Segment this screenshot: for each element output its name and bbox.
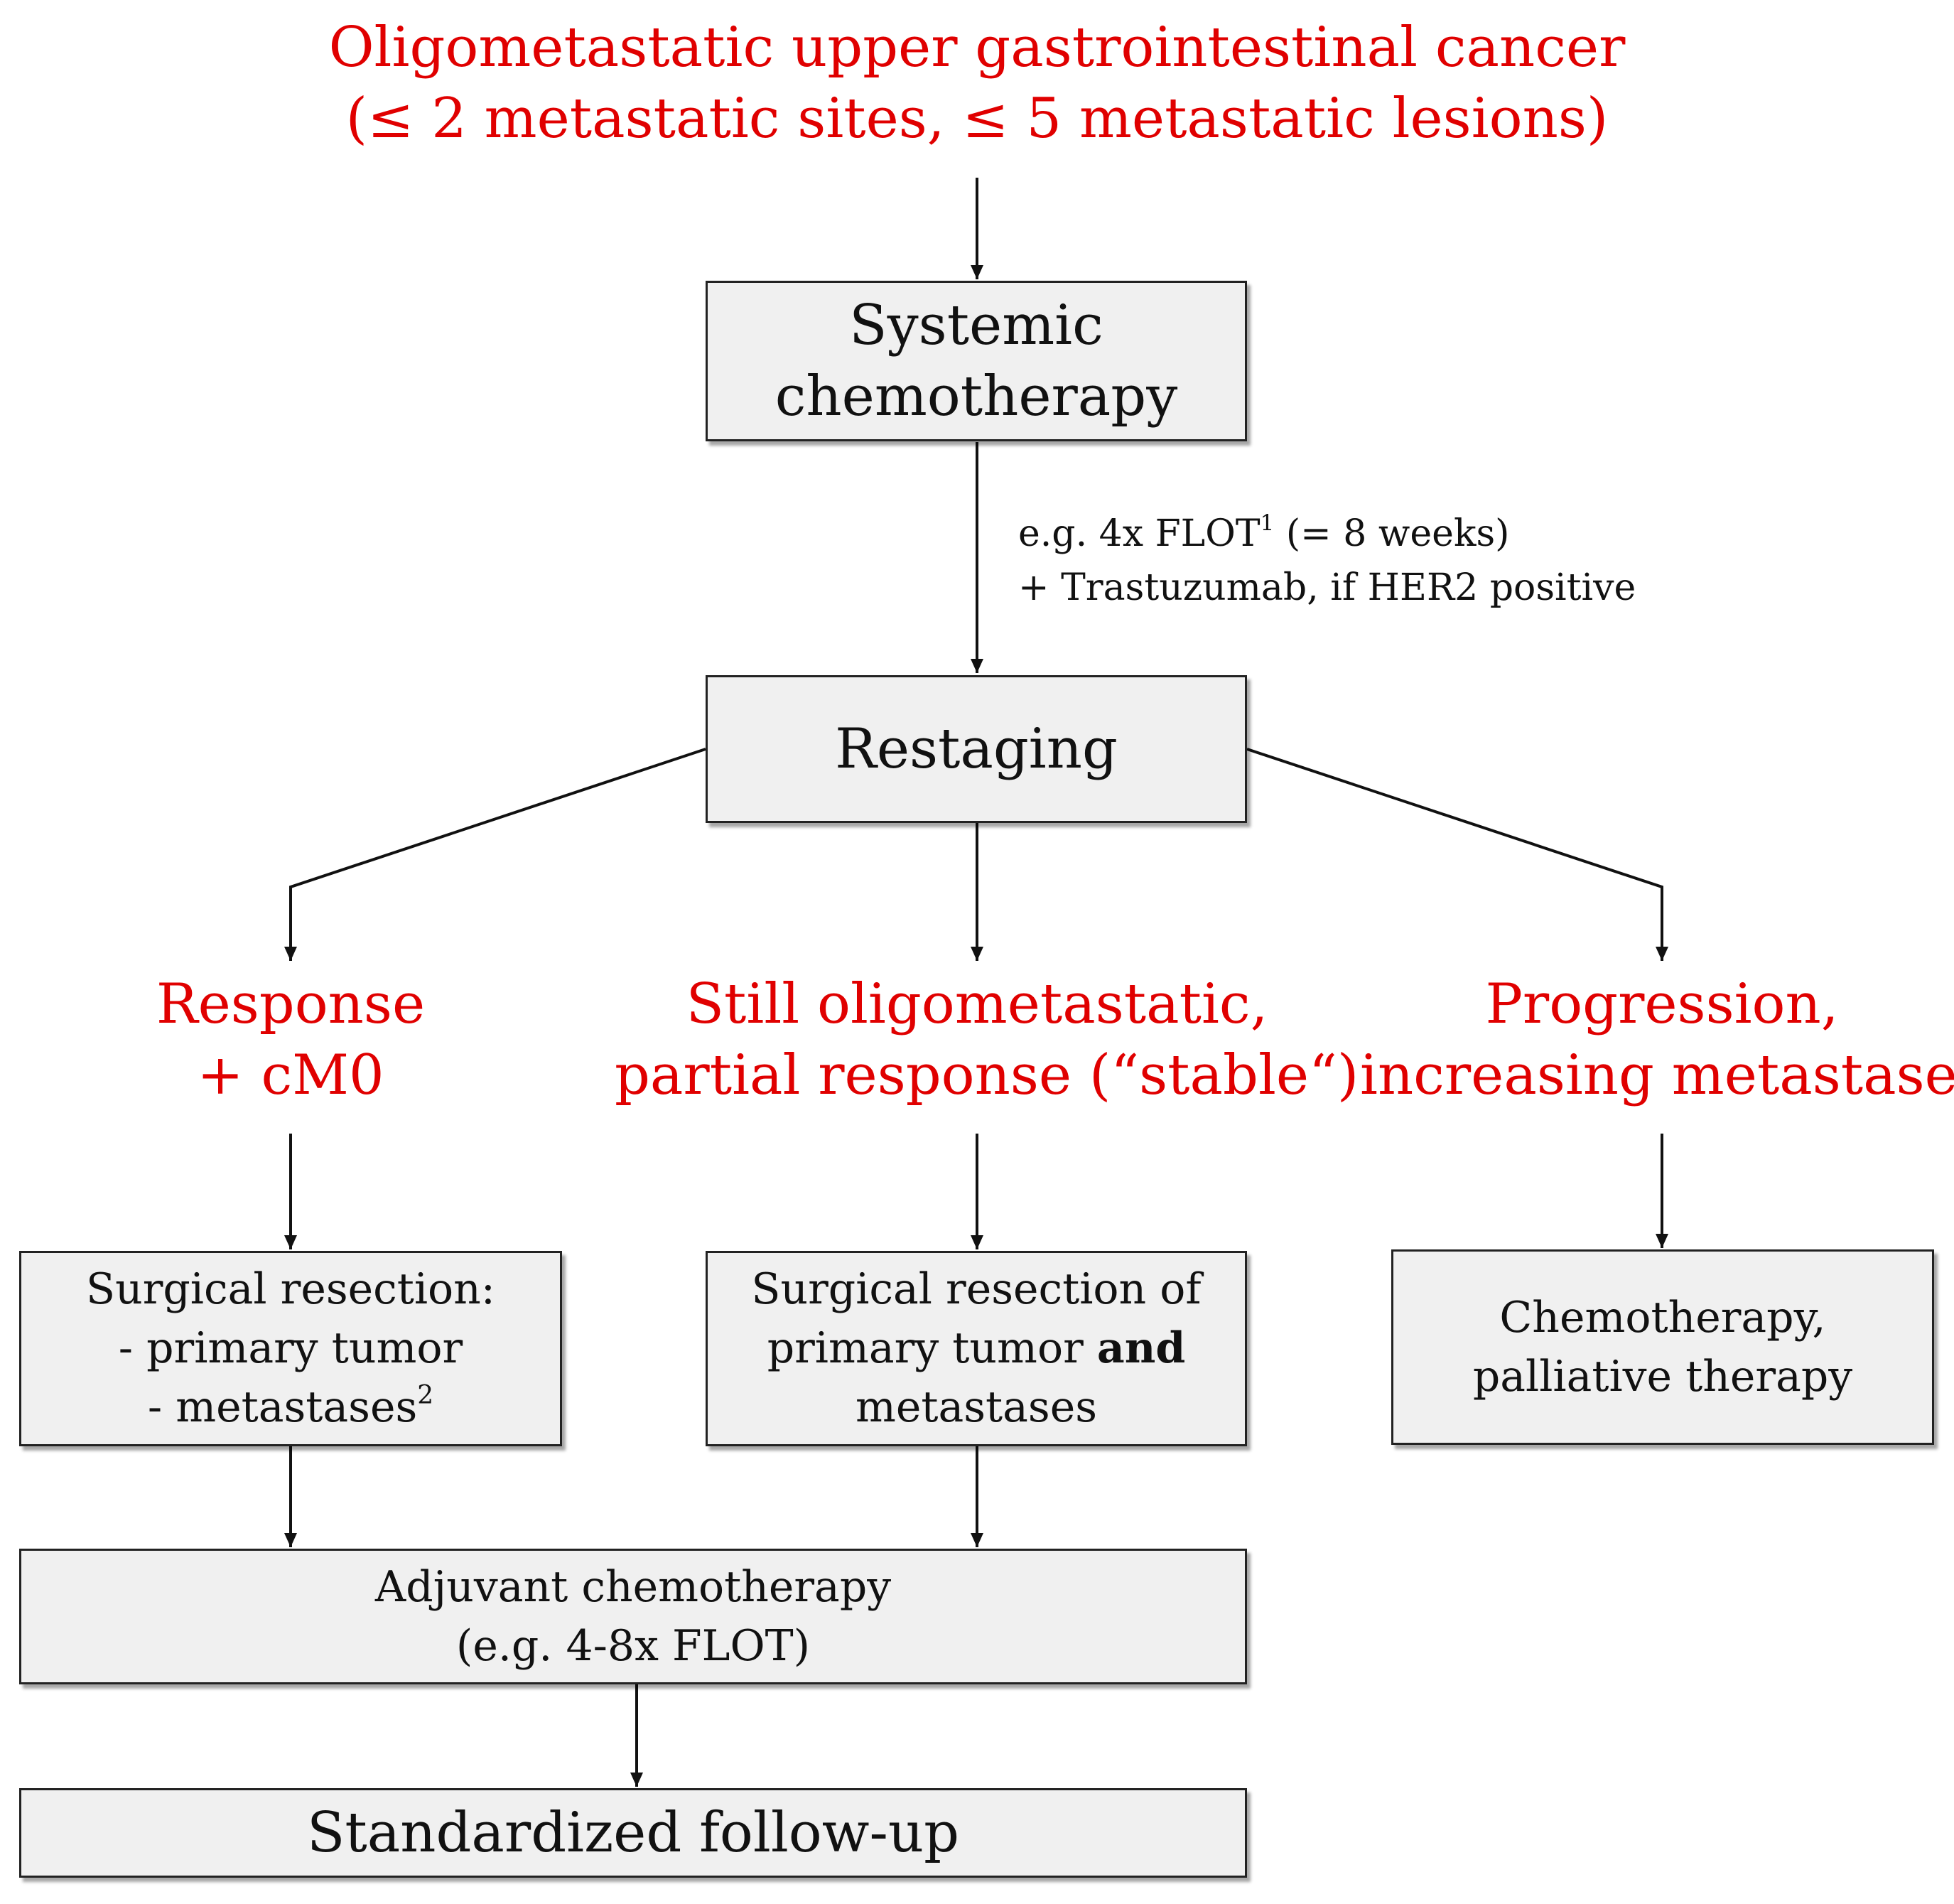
progression-line-1: Progression, xyxy=(1485,972,1839,1036)
arrow-restaging-to-progression xyxy=(1246,748,1668,961)
resection-left-line-3: - metastases2 xyxy=(147,1380,434,1432)
response-outcome: Response + cM0 xyxy=(77,969,504,1111)
systemic-chemotherapy-line-2: chemotherapy xyxy=(774,365,1178,429)
resection-left-line-2: - primary tumor xyxy=(118,1323,463,1373)
resection-mid-line-1: Surgical resection of xyxy=(751,1264,1202,1314)
adjuvant-line-2: (e.g. 4-8x FLOT) xyxy=(455,1620,811,1671)
chemotherapy-regimen-note: e.g. 4x FLOT1 (= 8 weeks) + Trastuzumab,… xyxy=(1018,507,1636,615)
resection-left-line-1: Surgical resection: xyxy=(85,1264,496,1314)
stable-line-2: partial response (“stable“) xyxy=(615,1043,1359,1107)
follow-up-label: Standardized follow-up xyxy=(306,1801,960,1865)
diagram-title: Oligometastatic upper gastrointestinal c… xyxy=(266,13,1688,155)
adjuvant-chemotherapy-box: Adjuvant chemotherapy (e.g. 4-8x FLOT) xyxy=(19,1549,1247,1684)
response-line-1: Response xyxy=(156,972,426,1036)
progression-outcome: Progression, increasing metastases xyxy=(1360,969,1954,1111)
footnote-marker-1: 1 xyxy=(1260,510,1275,537)
resection-mid-line-2: primary tumor and xyxy=(767,1323,1186,1373)
surgical-resection-mid-box: Surgical resection of primary tumor and … xyxy=(706,1251,1247,1446)
title-line-1: Oligometastatic upper gastrointestinal c… xyxy=(328,16,1626,80)
follow-up-box: Standardized follow-up xyxy=(19,1788,1247,1878)
progression-line-2: increasing metastases xyxy=(1360,1043,1954,1107)
systemic-chemotherapy-box: Systemic chemotherapy xyxy=(706,281,1247,441)
restaging-box: Restaging xyxy=(706,675,1247,823)
regimen-note-line-1: e.g. 4x FLOT1 (= 8 weeks) xyxy=(1018,510,1510,555)
resection-mid-line-3: metastases xyxy=(855,1382,1098,1432)
surgical-resection-left-box: Surgical resection: - primary tumor - me… xyxy=(19,1251,562,1446)
palliative-line-2: palliative therapy xyxy=(1472,1351,1853,1402)
adjuvant-line-1: Adjuvant chemotherapy xyxy=(374,1561,892,1612)
palliative-therapy-box: Chemotherapy, palliative therapy xyxy=(1391,1249,1934,1445)
systemic-chemotherapy-line-1: Systemic xyxy=(849,294,1103,357)
emphasis-and: and xyxy=(1096,1323,1186,1373)
restaging-label: Restaging xyxy=(835,717,1118,781)
stable-outcome: Still oligometastatic, partial response … xyxy=(615,969,1359,1111)
arrow-restaging-to-response xyxy=(284,748,706,961)
title-line-2: (≤ 2 metastatic sites, ≤ 5 metastatic le… xyxy=(345,86,1609,151)
regimen-note-line-2: + Trastuzumab, if HER2 positive xyxy=(1018,566,1636,609)
footnote-marker-2: 2 xyxy=(417,1380,434,1410)
stable-line-1: Still oligometastatic, xyxy=(686,972,1268,1036)
palliative-line-1: Chemotherapy, xyxy=(1499,1292,1826,1343)
response-line-2: + cM0 xyxy=(197,1043,384,1107)
